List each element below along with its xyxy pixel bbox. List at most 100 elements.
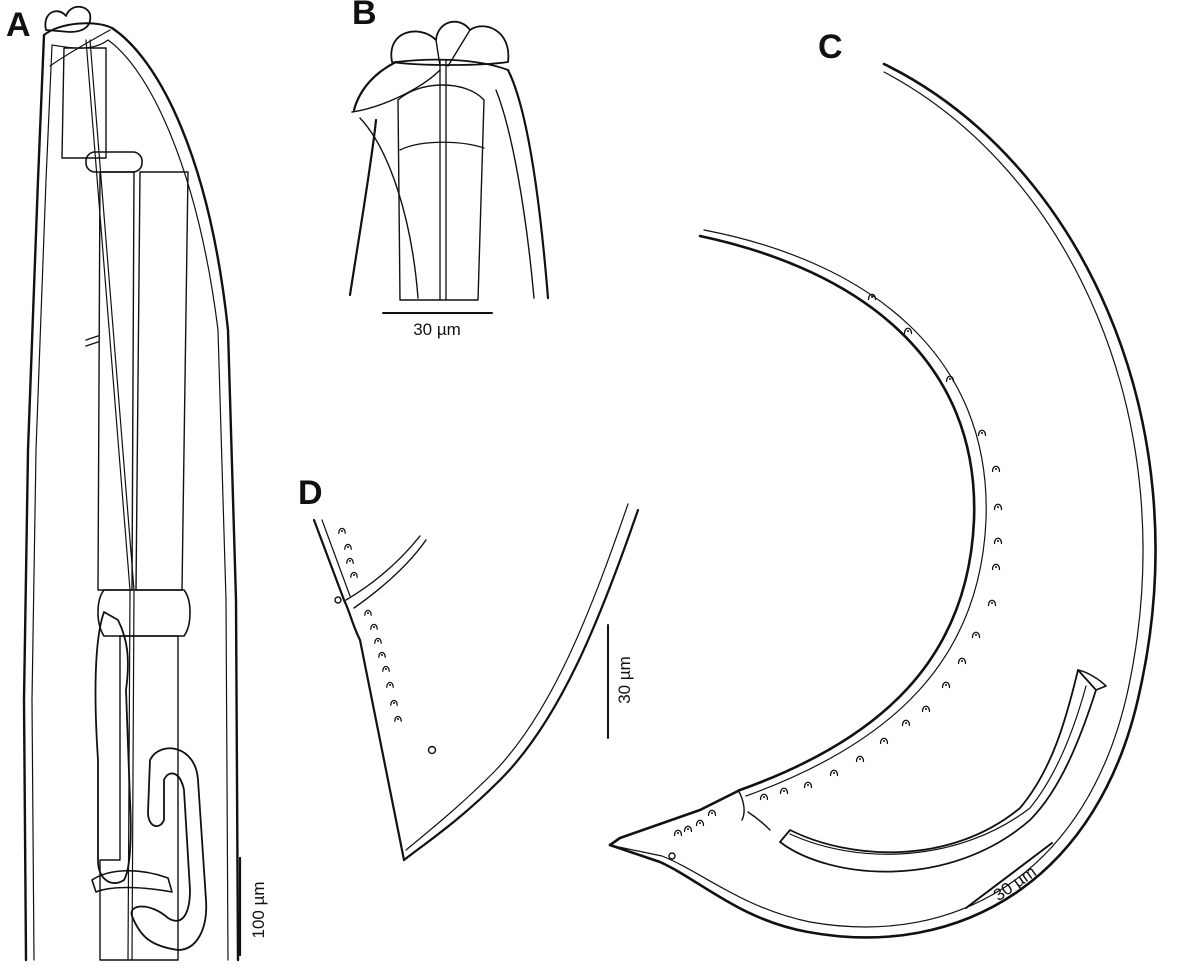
papilla [879, 737, 889, 745]
papilla-dot [349, 560, 351, 562]
papilla [957, 657, 967, 665]
tail-d-left [312, 518, 406, 862]
tail-d-right [402, 508, 640, 862]
papilla [683, 825, 693, 833]
panel-a: A 100 µm [6, 5, 268, 962]
scale-label-c: 30 µm [990, 862, 1040, 905]
papilla-dot [871, 296, 873, 298]
panel-c-letter: C [818, 28, 843, 66]
papilla [829, 769, 839, 777]
cloaca [737, 789, 771, 831]
oesophagus-b [397, 84, 485, 301]
papilla [374, 637, 382, 644]
papilla-dot [711, 812, 713, 814]
papilla [991, 465, 1001, 473]
oesophagus-anterior [61, 47, 107, 159]
scale-label-b: 30 µm [413, 320, 461, 339]
papilla-dot [997, 506, 999, 508]
gonad-loop [130, 747, 208, 951]
phasmid-c [668, 852, 676, 860]
papilla-dot [995, 566, 997, 568]
papilla [941, 681, 951, 689]
papilla-dot [945, 684, 947, 686]
papilla-dot [783, 790, 785, 792]
body-wall-left [22, 33, 46, 962]
papilla [386, 681, 394, 688]
papilla-dot [981, 432, 983, 434]
papilla-dot [961, 660, 963, 662]
papillae-row-d [338, 527, 402, 722]
scale-label-a: 100 µm [249, 881, 268, 938]
papilla-dot [677, 832, 679, 834]
scale-label-d: 30 µm [615, 656, 634, 704]
papilla-dot [377, 640, 379, 642]
panel-b: B 30 µm [348, 0, 550, 339]
panel-c: C 30 µm [608, 28, 1157, 939]
papilla-dot [389, 684, 391, 686]
papilla [673, 829, 683, 837]
papilla-dot [997, 540, 999, 542]
papilla-dot [687, 828, 689, 830]
tail-inner-wall [608, 234, 976, 847]
papilla [394, 715, 402, 722]
papilla-dot [991, 602, 993, 604]
papilla-dot [763, 796, 765, 798]
papilla-dot [381, 654, 383, 656]
papilla-dot [353, 574, 355, 576]
papilla-dot [905, 722, 907, 724]
papilla [855, 755, 865, 763]
panel-d-letter: D [298, 474, 323, 512]
papilla [971, 631, 981, 639]
papilla [993, 503, 1003, 511]
papilla [993, 537, 1003, 545]
papilla [338, 527, 346, 534]
papilla [867, 293, 877, 301]
oesophagus-right [135, 171, 189, 591]
scale-bar-c [965, 842, 1053, 909]
cephalic-papillae [44, 5, 92, 33]
papilla-dot [907, 330, 909, 332]
papilla-dot [975, 634, 977, 636]
papilla [707, 809, 717, 817]
head-outline-right [506, 68, 550, 300]
papilla-dot [883, 740, 885, 742]
papilla-dot [807, 784, 809, 786]
papilla-dot [995, 468, 997, 470]
gonad-left [94, 611, 132, 884]
head-outline-left [348, 60, 398, 297]
papilla-dot [393, 702, 395, 704]
papilla [803, 781, 813, 789]
papilla-dot [833, 772, 835, 774]
papilla-dot [949, 378, 951, 380]
panel-a-letter: A [6, 6, 31, 44]
papilla [378, 651, 386, 658]
spicule [779, 669, 1097, 873]
papilla [695, 819, 705, 827]
papilla-dot [859, 758, 861, 760]
intestine [99, 635, 179, 961]
papilla-dot [699, 822, 701, 824]
papilla-dot [347, 546, 349, 548]
cardia [97, 589, 191, 637]
phasmid-d [427, 745, 437, 755]
lips [390, 20, 510, 66]
papillae-row-c [673, 293, 1003, 837]
papilla [921, 705, 931, 713]
panel-d: D 30 µm [298, 474, 640, 862]
excretory-pore [85, 335, 99, 347]
papilla [344, 543, 352, 550]
papilla-dot [341, 530, 343, 532]
papilla [945, 375, 955, 383]
papilla [390, 699, 398, 706]
papilla-dot [373, 626, 375, 628]
papilla [901, 719, 911, 727]
tail-outer-wall [608, 62, 1157, 939]
papilla [991, 563, 1001, 571]
papilla [370, 623, 378, 630]
papilla-dot [397, 718, 399, 720]
papilla-dot [367, 612, 369, 614]
papilla [364, 609, 372, 616]
papilla [903, 327, 913, 335]
panel-b-letter: B [352, 0, 377, 32]
